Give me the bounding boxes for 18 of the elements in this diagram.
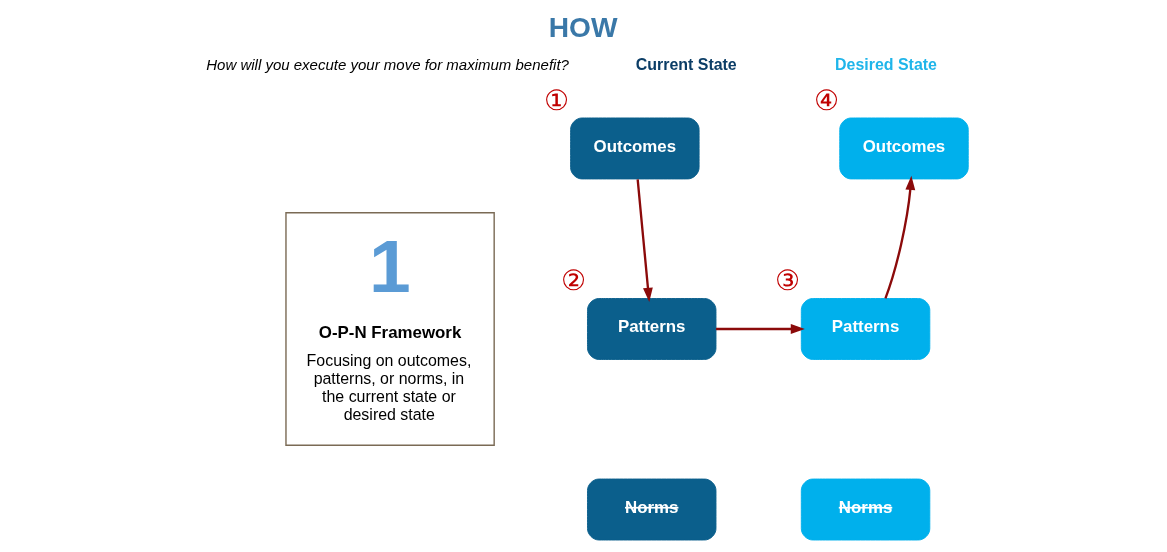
- arrow: [636, 179, 653, 302]
- node-label: ①: [544, 84, 570, 116]
- node-label: ④: [813, 84, 839, 116]
- node-box: 1 O-P-N Framework Focusing on outcomes, patterns, or norms, in the current state or desired state: [285, 212, 495, 446]
- label: Current State: [635, 56, 737, 74]
- node-box: Norms: [800, 478, 931, 541]
- node-box: Outcomes: [570, 117, 700, 180]
- node-box: Outcomes: [839, 117, 969, 180]
- node-label: ③: [775, 265, 801, 297]
- arrow: [716, 324, 805, 334]
- node-box: Patterns: [800, 298, 931, 360]
- diagram-title: HOW: [548, 12, 618, 44]
- node-label: ②: [561, 265, 587, 297]
- node-box: Patterns: [587, 298, 717, 360]
- node-box: Norms: [587, 478, 717, 541]
- arrow: [884, 175, 916, 299]
- label: Desired State: [835, 56, 937, 74]
- label: How will you execute your move for maximum benefit?: [206, 55, 569, 73]
